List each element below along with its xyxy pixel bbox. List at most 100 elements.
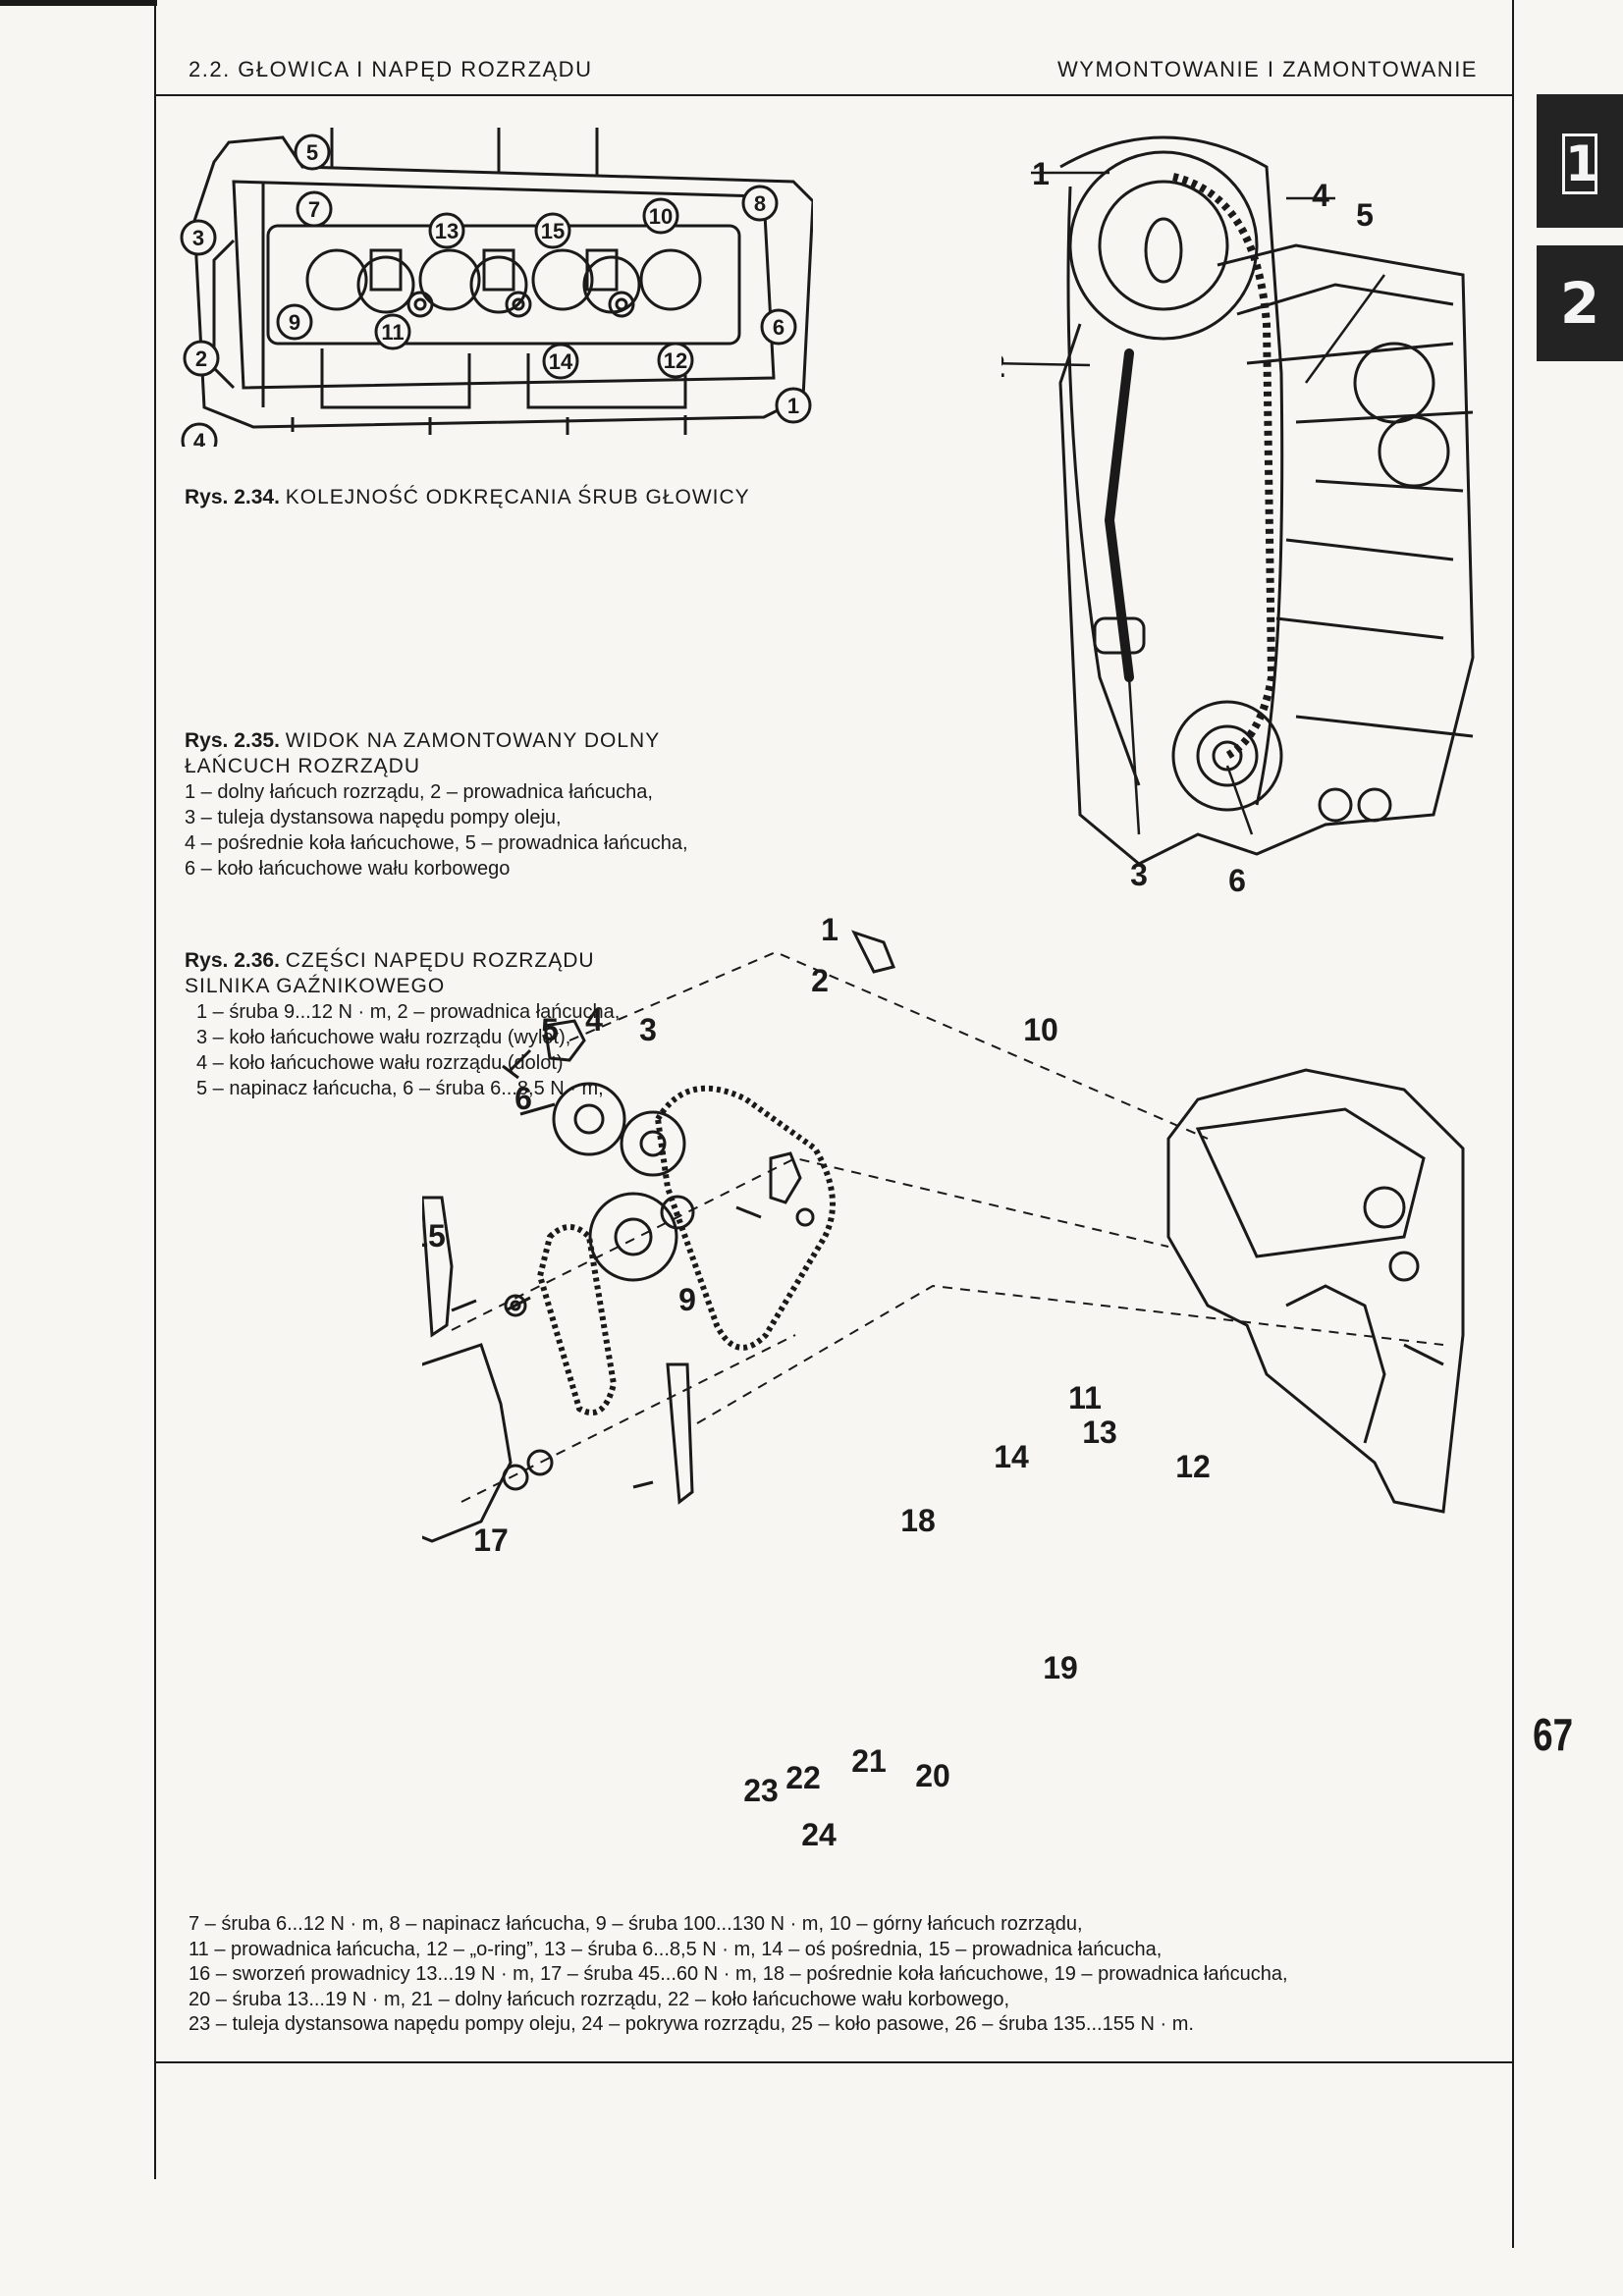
fig235-legend-3: 4 – pośrednie koła łańcuchowe, 5 – prowa…	[185, 832, 688, 854]
bolt-10-circle	[642, 197, 679, 235]
fig236-number: Rys. 2.36.	[185, 949, 280, 972]
callout-23-label: 23	[743, 1773, 779, 1808]
callout-20-label: 20	[915, 1758, 950, 1793]
running-header-topic: WYMONTOWANIE I ZAMONTOWANIE	[1057, 57, 1478, 81]
callout-22-label: 22	[785, 1760, 821, 1795]
fig236-caption: Rys. 2.36. CZĘŚCI NAPĘDU ROZRZĄDU SILNIK…	[185, 948, 620, 1101]
callout-4-label: 4	[585, 1002, 603, 1038]
footer-rule	[154, 2061, 1514, 2063]
callout-9-label: 9	[678, 1282, 696, 1317]
chapter-tab-1-label: 1	[1562, 133, 1599, 194]
callout-1-label: 1	[821, 913, 839, 947]
callout-5-label: 5	[541, 1012, 559, 1047]
callout-2-label: 2	[811, 963, 829, 998]
callout-12-label: 12	[1175, 1449, 1211, 1484]
fig236-legend-line-1: 7 – śruba 6...12 N · m, 8 – napinacz łań…	[189, 1913, 1083, 1935]
callout-5-label: 5	[1356, 197, 1374, 233]
bolt-14-circle	[542, 343, 579, 380]
bolt-1-circle	[775, 387, 812, 424]
callout-24-label: 24	[801, 1817, 837, 1852]
fig236-legend-line-4: 20 – śruba 13...19 N · m, 21 – dolny łań…	[189, 1988, 1010, 2010]
fig235-title-line2: ŁAŃCUCH ROZRZĄDU	[185, 755, 421, 777]
callout-19-label: 19	[1043, 1650, 1078, 1685]
callout-6-label: 6	[514, 1081, 532, 1116]
chapter-tab-2-label: 2	[1559, 270, 1600, 337]
bolt-12-label: 12	[664, 348, 687, 373]
bolt-13-label: 13	[435, 219, 459, 243]
fig235-legend-2: 3 – tuleja dystansowa napędu pompy oleju…	[185, 807, 562, 828]
fig236-legend-line-5: 23 – tuleja dystansowa napędu pompy olej…	[189, 2013, 1194, 2035]
bolt-15-circle	[534, 212, 571, 249]
bolt-5-label: 5	[306, 140, 318, 165]
left-margin-rule	[154, 0, 156, 2179]
right-margin-rule	[1512, 0, 1514, 2248]
bolt-11-label: 11	[381, 320, 404, 345]
fig235-number: Rys. 2.35.	[185, 729, 280, 752]
bolt-2-label: 2	[195, 347, 207, 371]
fig235-legend-1: 1 – dolny łańcuch rozrządu, 2 – prowadni…	[185, 781, 653, 803]
fig235-legend-4: 6 – koło łańcuchowe wału korbowego	[185, 858, 511, 880]
bolt-9-label: 9	[289, 310, 300, 335]
fig236-legend-2: 3 – koło łańcuchowe wału rozrządu (wylot…	[196, 1027, 571, 1048]
bolt-10-label: 10	[649, 204, 673, 229]
fig236-legend-4: 5 – napinacz łańcucha, 6 – śruba 6...8,5…	[196, 1078, 604, 1099]
fig236-legend-1: 1 – śruba 9...12 N · m, 2 – prowadnica ł…	[196, 1001, 621, 1023]
bolt-3-label: 3	[192, 226, 204, 250]
bolt-6-label: 6	[773, 315, 784, 340]
fig236-callout-labels: 1234567891011121314151617181920212223242…	[422, 913, 1211, 1852]
callout-15-label: 15	[422, 1218, 446, 1254]
fig236-legend-3: 4 – koło łańcuchowe wału rozrządu (dolot…	[196, 1052, 564, 1074]
bolt-12-circle	[657, 342, 694, 379]
callout-8-label: 8	[422, 1179, 423, 1214]
fig236-legend-continued: 7 – śruba 6...12 N · m, 8 – napinacz łań…	[189, 1912, 1504, 2038]
bolt-15-label: 15	[541, 219, 565, 243]
header-underline	[154, 94, 1514, 96]
callout-18-label: 18	[900, 1503, 936, 1538]
callout-11-label: 11	[1068, 1380, 1102, 1415]
bolt-7-circle	[296, 190, 333, 228]
callout-4-label: 4	[1312, 178, 1329, 213]
callout-14-label: 14	[994, 1439, 1029, 1474]
fig235-title-line1: WIDOK NA ZAMONTOWANY DOLNY	[285, 729, 661, 752]
chapter-tab-1: 1	[1537, 94, 1623, 228]
bolt-8-circle	[741, 185, 779, 222]
fig234-caption: Rys. 2.34. KOLEJNOŚĆ ODKRĘCANIA ŚRUB GŁO…	[185, 485, 750, 510]
callout-3-label: 3	[639, 1012, 657, 1047]
bolt-3-circle	[180, 219, 217, 256]
timing-drive-exploded-diagram: 1234567891011121314151617181920212223242…	[422, 913, 1465, 1852]
chapter-tab-2: 2	[1537, 245, 1623, 361]
bolt-5-circle	[294, 133, 331, 171]
bolt-4-circle	[181, 422, 218, 447]
callout-21-label: 21	[851, 1743, 887, 1779]
fig236-title-line1: CZĘŚCI NAPĘDU ROZRZĄDU	[285, 949, 595, 972]
corner-mark	[0, 0, 157, 6]
page-number: 67	[1533, 1709, 1574, 1760]
bolt-14-label: 14	[549, 349, 573, 374]
bolt-11-circle	[374, 313, 411, 350]
callout-2-label: 2	[1001, 348, 1005, 384]
bolt-6-circle	[760, 308, 797, 346]
bolt-13-circle	[428, 212, 465, 249]
callout-10-label: 10	[1023, 1012, 1058, 1047]
callout-13-label: 13	[1082, 1415, 1117, 1450]
lower-chain-diagram: 1 2 3 45 6	[1001, 135, 1475, 898]
fig234-number: Rys. 2.34.	[185, 486, 280, 508]
bolt-2-circle	[183, 340, 220, 377]
fig235-callout-labels: 1 2 3 45 6	[1001, 156, 1374, 898]
fig236-legend-line-2: 11 – prowadnica łańcucha, 12 – „o-ring”,…	[189, 1938, 1163, 1960]
bolt-1-label: 1	[787, 394, 799, 418]
fig236-title-line2: SILNIKA GAŹNIKOWEGO	[185, 975, 446, 997]
bolt-8-label: 8	[754, 191, 766, 216]
callout-6-label: 6	[1228, 863, 1246, 898]
callout-17-label: 17	[473, 1522, 509, 1558]
fig234-title: KOLEJNOŚĆ ODKRĘCANIA ŚRUB GŁOWICY	[285, 486, 750, 508]
fig235-caption: Rys. 2.35. WIDOK NA ZAMONTOWANY DOLNY ŁA…	[185, 728, 688, 881]
callout-3-label: 3	[1130, 857, 1148, 892]
bolt-9-circle	[276, 303, 313, 341]
bolt-7-label: 7	[308, 197, 320, 222]
fig236-legend-line-3: 16 – sworzeń prowadnicy 13...19 N · m, 1…	[189, 1963, 1288, 1985]
bolt-4-label: 4	[193, 429, 206, 447]
callout-1-label: 1	[1032, 156, 1050, 191]
